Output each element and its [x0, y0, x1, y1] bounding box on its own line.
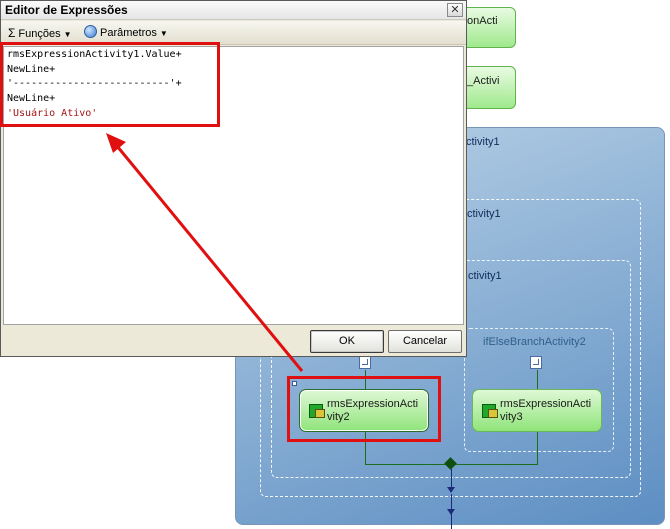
parameters-dropdown[interactable]: Parâmetros▼ — [84, 25, 168, 41]
inner-composite-label: ctivity1 — [467, 208, 501, 220]
ifelse-branch-2[interactable]: ifElseBranchActivity2 — [464, 328, 614, 452]
chevron-down-icon: ▼ — [63, 30, 72, 39]
activity-icon — [309, 404, 325, 418]
close-icon: ✕ — [450, 4, 460, 16]
rms-expression-activity-2[interactable]: rmsExpressionActi vity2 — [299, 389, 429, 432]
rms-expression-activity-3[interactable]: rmsExpressionActi vity3 — [472, 389, 602, 432]
expression-code[interactable]: rmsExpressionActivity1.Value+ NewLine+ '… — [7, 48, 182, 122]
code-line-3: '--------------------------'+ — [7, 78, 182, 90]
annotation-box-activity — [287, 376, 441, 442]
activity-3-label-line-1: rmsExpressionActi — [500, 398, 592, 410]
connector-branch-1-bottom — [365, 432, 366, 464]
code-line-5: 'Usuário Ativo' — [7, 107, 98, 119]
annotation-box-expression — [0, 42, 220, 127]
cancel-button[interactable]: Cancelar — [388, 330, 462, 353]
dialog-title: Editor de Expressões — [5, 3, 128, 17]
code-line-2: NewLine+ — [7, 63, 56, 75]
sigma-icon: Σ — [8, 26, 16, 40]
ok-button[interactable]: OK — [310, 330, 384, 353]
chevron-down-icon: ▼ — [159, 29, 168, 38]
close-button[interactable]: ✕ — [447, 3, 463, 17]
connector-branch-1-top — [365, 370, 366, 390]
selection-handle[interactable] — [292, 381, 297, 386]
sequence-activity-label: ctivity1 — [466, 136, 500, 148]
dialog-titlebar[interactable]: Editor de Expressões ✕ — [1, 1, 466, 20]
branch-1-drop-target-icon[interactable] — [359, 356, 371, 369]
activity-2-label-line-2: vity2 — [327, 411, 350, 423]
code-line-1: rmsExpressionActivity1.Value+ — [7, 49, 182, 60]
globe-icon — [84, 25, 97, 38]
connector-branch-2-bottom — [537, 432, 538, 464]
top-activity-1-label: onActi — [467, 15, 498, 27]
activity-2-label-line-1: rmsExpressionActi — [327, 398, 419, 410]
connector-out-1-arrow — [447, 487, 455, 493]
activity-icon — [482, 404, 498, 418]
code-line-4: NewLine+ — [7, 93, 56, 105]
branch-2-drop-target-icon[interactable] — [530, 356, 542, 369]
top-activity-2-label: _Activi — [467, 75, 500, 87]
ifelse-branch-2-label: ifElseBranchActivity2 — [483, 336, 586, 348]
ifelse-label: ctivity1 — [468, 270, 502, 282]
parameters-label: Parâmetros — [100, 27, 157, 39]
connector-out-2-arrow — [447, 509, 455, 515]
activity-3-label-line-2: vity3 — [500, 411, 523, 423]
connector-out-1 — [451, 469, 452, 489]
connector-branch-2-top — [537, 370, 538, 390]
functions-label: Funções — [18, 28, 61, 40]
